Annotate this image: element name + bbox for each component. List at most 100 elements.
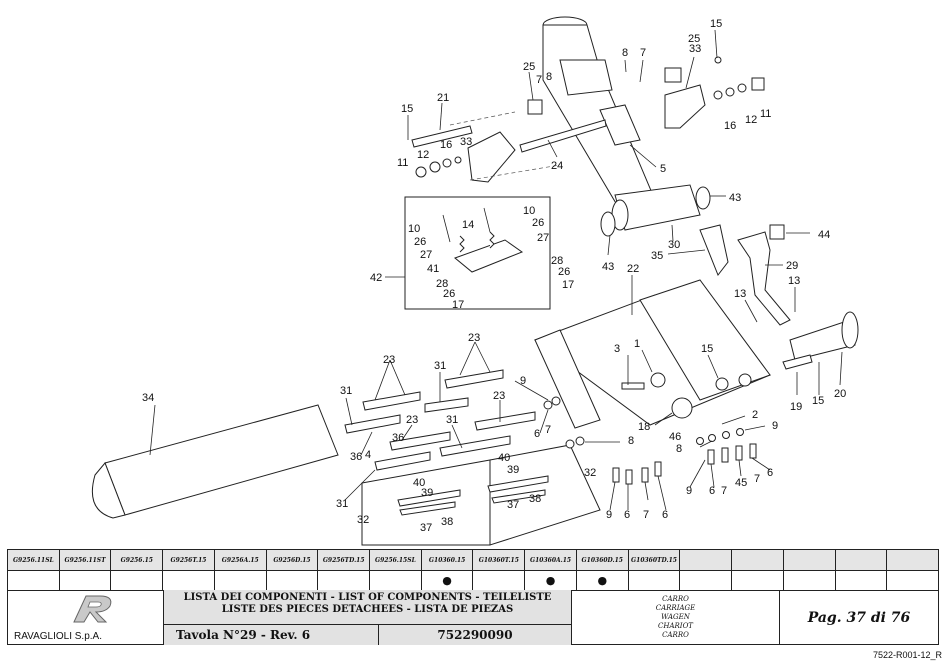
model-mark-cell <box>473 570 526 590</box>
upper-right-arm-parts <box>664 56 765 129</box>
callout-9: 9 <box>606 509 612 521</box>
callout-26: 26 <box>414 236 426 248</box>
callout-20: 20 <box>834 388 846 400</box>
model-mark-cell <box>680 570 733 590</box>
callout-7: 7 <box>721 485 727 497</box>
callout-11: 11 <box>760 108 771 120</box>
model-mark-cell <box>370 570 422 590</box>
model-mark-cell <box>111 570 164 590</box>
model-name-cell: G9256D.15 <box>267 550 319 570</box>
model-name-cell: G10360T.15 <box>473 550 526 570</box>
callout-31: 31 <box>434 360 446 372</box>
drawing-code: 752290090 <box>437 628 513 642</box>
leader-lines <box>149 29 843 511</box>
callout-7: 7 <box>640 47 646 59</box>
callout-1: 1 <box>634 338 640 350</box>
callout-14: 14 <box>462 219 474 231</box>
model-applicability-row: ●●● <box>8 570 938 591</box>
callout-6: 6 <box>662 509 668 521</box>
callout-15: 15 <box>812 395 824 407</box>
slider-pads <box>344 369 536 471</box>
model-name-cell: G9256T.15 <box>163 550 215 570</box>
model-name-cell <box>732 550 784 570</box>
model-name-cell: G9256A.15 <box>215 550 267 570</box>
model-name-cell: G10360A.15 <box>525 550 577 570</box>
callout-31: 31 <box>446 414 458 426</box>
callout-4: 4 <box>365 449 371 461</box>
callout-16: 16 <box>724 120 736 132</box>
list-title-cell: LISTA DEI COMPONENTI - LIST OF COMPONENT… <box>164 590 572 645</box>
callout-23: 23 <box>493 390 505 402</box>
carriage-frame <box>533 224 859 429</box>
model-name-cell: G9256.15SL <box>370 550 422 570</box>
model-mark-cell <box>267 570 319 590</box>
callout-8: 8 <box>628 435 634 447</box>
assembly-name-de: WAGEN <box>661 613 690 621</box>
callout-41: 41 <box>427 263 439 275</box>
callout-43: 43 <box>729 192 741 204</box>
callout-10: 10 <box>408 223 420 235</box>
assembly-name-it: CARRO <box>662 595 689 603</box>
callout-2: 2 <box>752 409 758 421</box>
callout-25: 25 <box>523 61 535 73</box>
callout-9: 9 <box>520 375 526 387</box>
model-mark-cell: ● <box>577 570 629 590</box>
callout-38: 38 <box>441 516 453 528</box>
callout-39: 39 <box>421 487 433 499</box>
callout-27: 27 <box>420 249 432 261</box>
callout-36: 36 <box>392 432 404 444</box>
model-mark-cell <box>887 570 938 590</box>
callout-40: 40 <box>413 477 425 489</box>
callout-36: 36 <box>350 451 362 463</box>
callout-23: 23 <box>468 332 480 344</box>
callout-28: 28 <box>436 278 448 290</box>
callout-15: 15 <box>710 18 722 30</box>
column-assembly <box>542 16 711 237</box>
callout-6: 6 <box>624 509 630 521</box>
company-name: RAVAGLIOLI S.p.A. <box>14 631 102 642</box>
model-name-cell <box>887 550 938 570</box>
callout-6: 6 <box>709 485 715 497</box>
callout-33: 33 <box>689 43 701 55</box>
upper-left-arm-parts <box>411 99 607 183</box>
model-mark-cell <box>215 570 267 590</box>
model-name-cell <box>836 550 888 570</box>
model-mark-cell <box>732 570 784 590</box>
callout-45: 45 <box>735 477 747 489</box>
list-title-line-1: LISTA DEI COMPONENTI - LIST OF COMPONENT… <box>183 592 552 603</box>
model-mark-cell <box>60 570 112 590</box>
callout-38: 38 <box>529 493 541 505</box>
model-name-cell <box>680 550 733 570</box>
model-name-cell: G9256.11ST <box>60 550 112 570</box>
company-logo-cell: RAVAGLIOLI S.p.A. <box>8 590 164 645</box>
ravaglioli-logo <box>73 595 112 623</box>
model-name-cell: G9256.15 <box>111 550 164 570</box>
callout-7: 7 <box>643 509 649 521</box>
callout-29: 29 <box>786 260 798 272</box>
callout-6: 6 <box>767 467 773 479</box>
small-hardware <box>543 396 757 485</box>
model-mark-cell <box>836 570 888 590</box>
callout-12: 12 <box>745 114 757 126</box>
callout-5: 5 <box>660 163 666 175</box>
model-mark-cell <box>784 570 836 590</box>
callout-35: 35 <box>651 250 663 262</box>
callout-19: 19 <box>790 401 802 413</box>
callout-9: 9 <box>772 420 778 432</box>
model-mark-cell <box>629 570 681 590</box>
list-title-line-2: LISTE DES PIECES DETACHEES - LISTA DE PI… <box>221 604 514 615</box>
callout-21: 21 <box>437 92 449 104</box>
model-name-cell: G10360TD.15 <box>629 550 681 570</box>
callout-7: 7 <box>536 74 542 86</box>
model-name-cell: G9256TD.15 <box>318 550 371 570</box>
callout-28: 28 <box>551 255 563 267</box>
callout-13: 13 <box>788 275 800 287</box>
callout-18: 18 <box>638 421 650 433</box>
callout-31: 31 <box>340 385 352 397</box>
model-name-cell: G10360.15 <box>422 550 474 570</box>
cover <box>91 404 339 519</box>
callout-27: 27 <box>537 232 549 244</box>
callout-12: 12 <box>417 149 429 161</box>
assembly-name-en: CARRIAGE <box>655 604 696 612</box>
